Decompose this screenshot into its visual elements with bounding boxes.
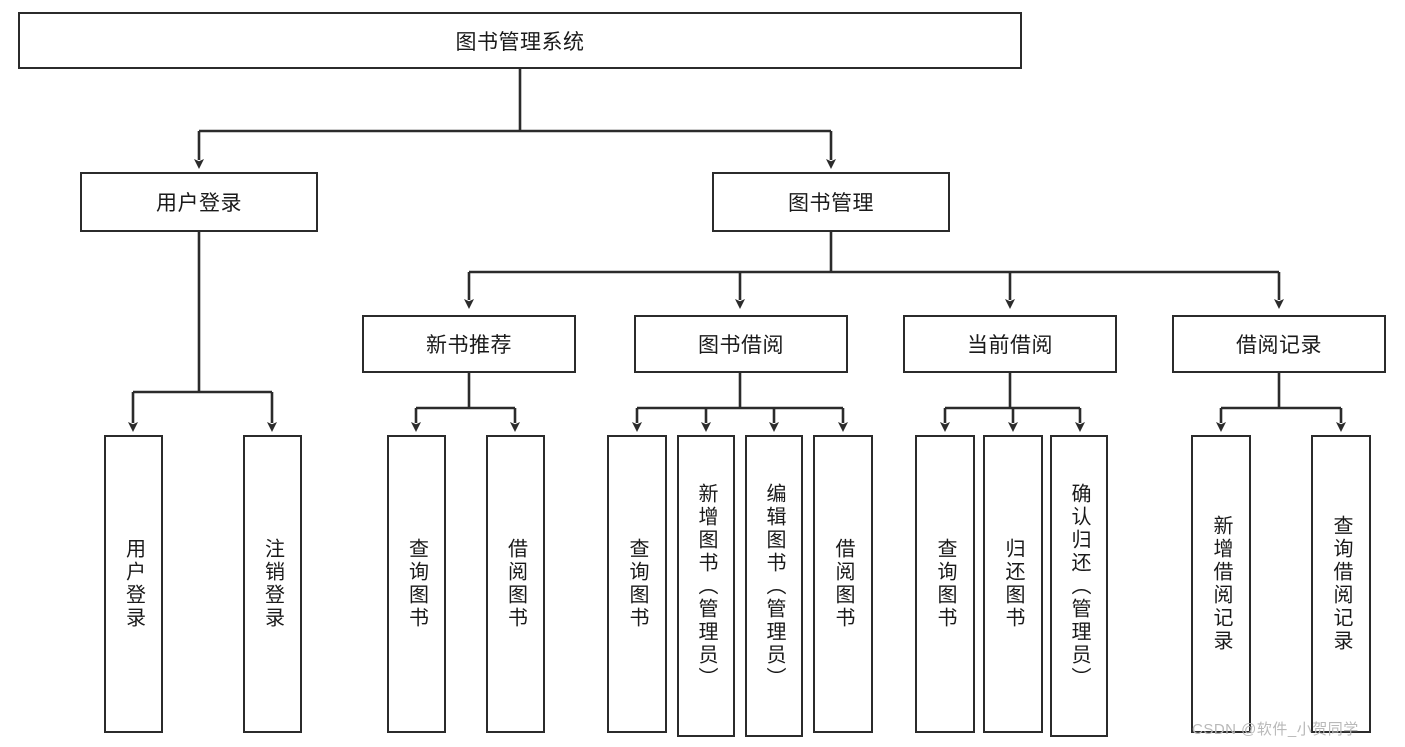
leaf-query-book-3[interactable]: 查询图书: [915, 435, 975, 733]
leaf-query-book-2[interactable]: 查询图书: [607, 435, 667, 733]
leaf-borrow-book-1[interactable]: 借阅图书: [486, 435, 545, 733]
leaf-edit-book[interactable]: 编辑图书（管理员）: [745, 435, 803, 737]
leaf-logout-login[interactable]: 注销登录: [243, 435, 302, 733]
leaf-borrow-book-1-label: 借阅图书: [504, 538, 527, 630]
leaf-edit-book-label: 编辑图书（管理员）: [763, 482, 785, 690]
leaf-query-record[interactable]: 查询借阅记录: [1311, 435, 1371, 733]
leaf-return-book-label: 归还图书: [1002, 538, 1024, 630]
leaf-query-book-2-label: 查询图书: [626, 538, 648, 630]
leaf-borrow-book-2-label: 借阅图书: [832, 538, 854, 630]
leaf-return-book[interactable]: 归还图书: [983, 435, 1043, 733]
node-current-borrow-label: 当前借阅: [967, 334, 1053, 357]
node-new-book-recommend-label: 新书推荐: [426, 334, 512, 357]
leaf-add-book[interactable]: 新增图书（管理员）: [677, 435, 735, 737]
leaf-query-book-1-label: 查询图书: [405, 538, 428, 630]
leaf-query-record-label: 查询借阅记录: [1330, 515, 1352, 653]
node-root-label: 图书管理系统: [455, 30, 585, 54]
leaf-add-record-label: 新增借阅记录: [1210, 515, 1232, 653]
node-book-management-label: 图书管理: [788, 192, 874, 215]
leaf-confirm-return[interactable]: 确认归还（管理员）: [1050, 435, 1108, 737]
node-book-borrow-label: 图书借阅: [698, 334, 784, 357]
leaf-confirm-return-label: 确认归还（管理员）: [1068, 482, 1090, 690]
leaf-borrow-book-2[interactable]: 借阅图书: [813, 435, 873, 733]
leaf-user-login[interactable]: 用户登录: [104, 435, 163, 733]
node-borrow-record[interactable]: 借阅记录: [1172, 315, 1386, 373]
leaf-query-book-3-label: 查询图书: [934, 538, 956, 630]
node-book-borrow[interactable]: 图书借阅: [634, 315, 848, 373]
leaf-add-record[interactable]: 新增借阅记录: [1191, 435, 1251, 733]
node-user-login-label: 用户登录: [156, 192, 242, 215]
node-user-login[interactable]: 用户登录: [80, 172, 318, 232]
node-book-management[interactable]: 图书管理: [712, 172, 950, 232]
node-new-book-recommend[interactable]: 新书推荐: [362, 315, 576, 373]
node-root[interactable]: 图书管理系统: [18, 12, 1022, 69]
leaf-logout-login-label: 注销登录: [261, 538, 284, 630]
watermark: CSDN @软件_小贺同学: [1192, 721, 1359, 738]
leaf-add-book-label: 新增图书（管理员）: [695, 482, 717, 690]
leaf-user-login-label: 用户登录: [122, 538, 145, 630]
node-current-borrow[interactable]: 当前借阅: [903, 315, 1117, 373]
leaf-query-book-1[interactable]: 查询图书: [387, 435, 446, 733]
node-borrow-record-label: 借阅记录: [1236, 334, 1322, 357]
